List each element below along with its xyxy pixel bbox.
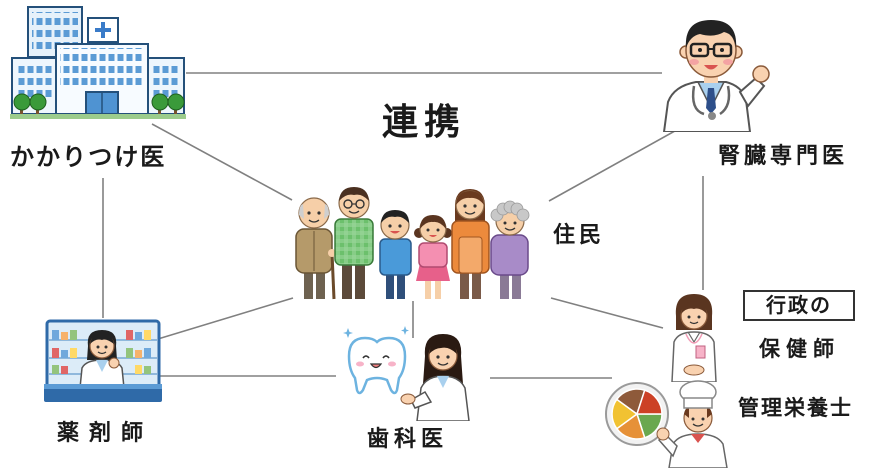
diagram-title: 連携: [382, 102, 467, 143]
doctor-icon: [662, 20, 770, 132]
affiliation-label: 行政の: [766, 293, 832, 317]
grandfather-figure: [295, 197, 336, 300]
dietitian-label: 管理栄養士: [738, 396, 853, 420]
kidney-specialist-label: 腎臓専門医: [718, 144, 849, 169]
grandmother-figure: [490, 200, 530, 299]
mother-figure: [451, 189, 490, 299]
dentist-figure: [400, 334, 470, 421]
hospital-icon: [10, 6, 186, 119]
pharmacist-icon: [44, 319, 162, 402]
public-health-nurse-label: 保健師: [759, 337, 840, 361]
nurse-icon: [671, 294, 717, 382]
family-icon: [295, 187, 530, 300]
dietitian-figure: [656, 380, 728, 468]
food-plate: [605, 382, 669, 446]
girl-figure: [414, 215, 452, 299]
father-figure: [334, 187, 374, 299]
boy-figure: [379, 210, 412, 299]
pharmacist-figure: [79, 330, 125, 389]
link-residents-pharmacist: [147, 297, 294, 343]
link-kidney-specialist-residents: [548, 126, 683, 202]
link-residents-nurse: [550, 297, 664, 329]
family-doctor-label: かかりつけ医: [10, 143, 167, 171]
residents-label: 住民: [553, 223, 606, 248]
link-family-doctor-residents: [151, 123, 293, 201]
affiliation-box: 行政の: [743, 290, 855, 321]
dietitian-icon: [605, 380, 728, 468]
dentist-label: 歯科医: [367, 427, 449, 452]
pharmacist-label: 薬剤師: [57, 421, 154, 446]
tooth-character: [343, 326, 409, 395]
dentist-icon: [343, 326, 470, 421]
